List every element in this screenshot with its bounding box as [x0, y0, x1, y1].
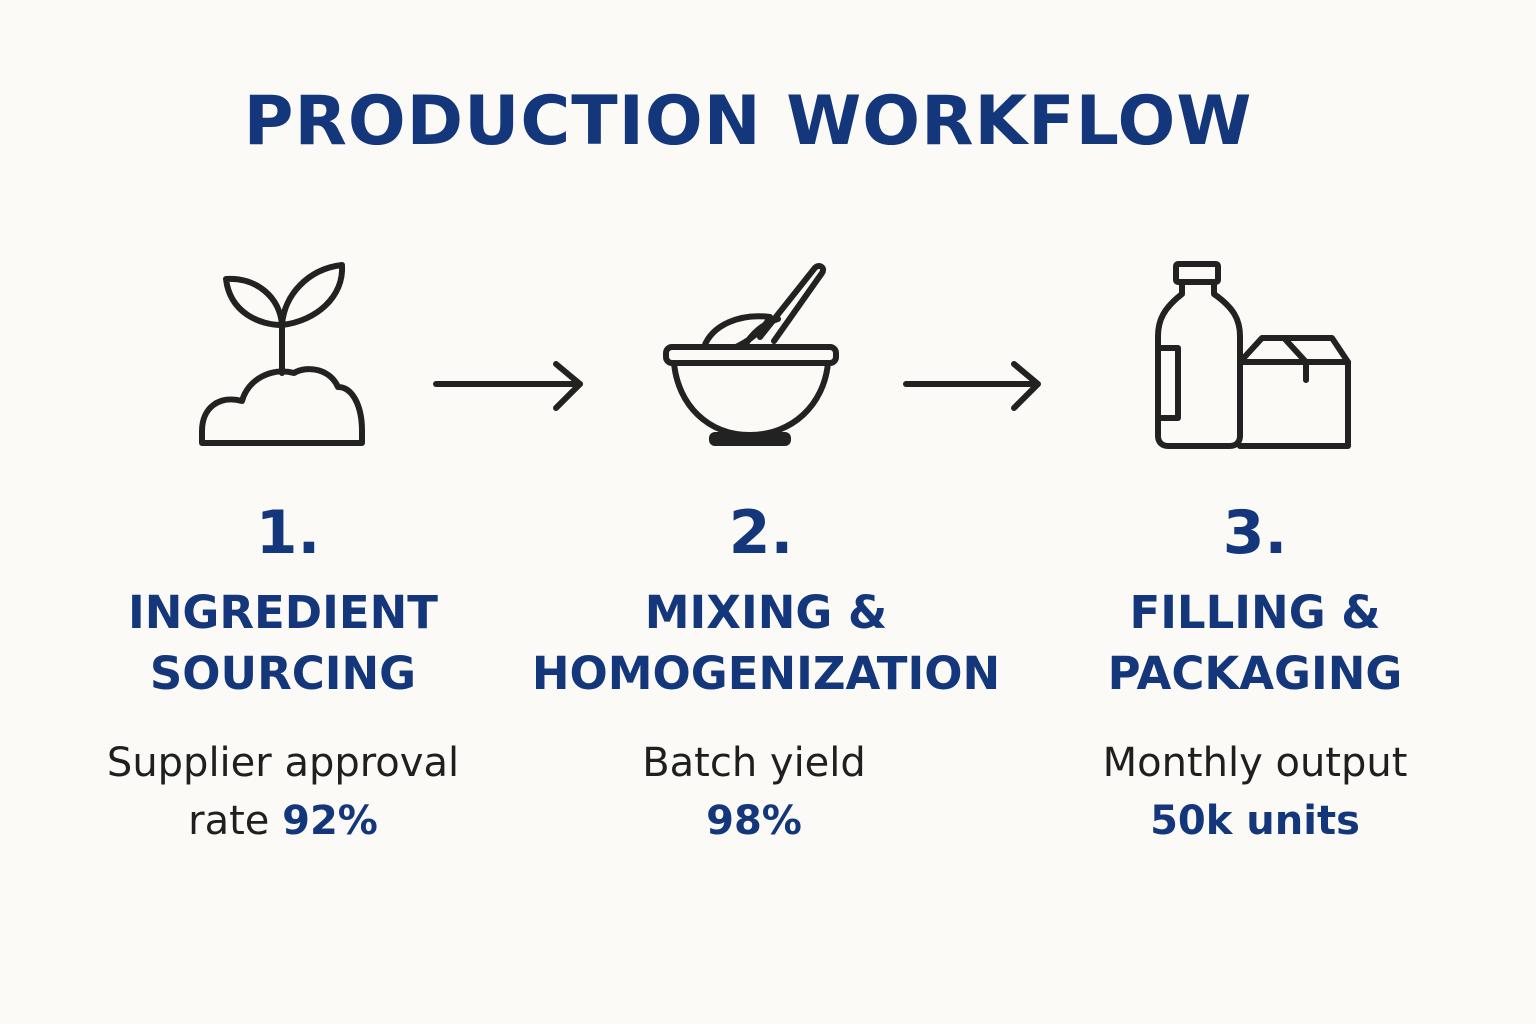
step-description-line: Monthly output [1102, 740, 1408, 786]
metric-value: 92% [282, 798, 378, 844]
step-title-line: MIXING & [644, 586, 888, 639]
step-title-line: SOURCING [149, 647, 417, 700]
step-title: FILLING & PACKAGING [1050, 582, 1460, 704]
step-title-line: PACKAGING [1107, 647, 1403, 700]
step-title-line: FILLING & [1129, 586, 1381, 639]
step-title-line: INGREDIENT [128, 586, 438, 639]
step-description-line: 50k units [1055, 792, 1455, 850]
step-description-line: 98% [554, 792, 954, 850]
arrow-right-icon [902, 360, 1062, 420]
step-number: 1. [255, 498, 321, 568]
metric-prefix: rate [188, 798, 270, 844]
mixing-bowl-icon [660, 255, 846, 455]
metric-value: 50k units [1150, 798, 1360, 844]
page-title: PRODUCTION WORKFLOW [243, 82, 1253, 161]
step-number: 3. [1222, 498, 1288, 568]
step-description-line: rate 92% [73, 792, 493, 850]
arrow-right-icon [432, 360, 592, 420]
step-description-line: Batch yield [642, 740, 866, 786]
sprout-icon [190, 255, 380, 455]
step-description: Batch yield 98% [554, 734, 954, 850]
step-description-line: Supplier approval [106, 740, 460, 786]
step-number: 2. [728, 498, 794, 568]
step-title-line: HOMOGENIZATION [531, 647, 1001, 700]
step-description: Supplier approval rate 92% [73, 734, 493, 850]
step-description: Monthly output 50k units [1055, 734, 1455, 850]
step-title: MIXING & HOMOGENIZATION [496, 582, 1036, 704]
bottle-box-icon [1150, 258, 1360, 454]
metric-value: 98% [706, 798, 802, 844]
step-title: INGREDIENT SOURCING [83, 582, 483, 704]
